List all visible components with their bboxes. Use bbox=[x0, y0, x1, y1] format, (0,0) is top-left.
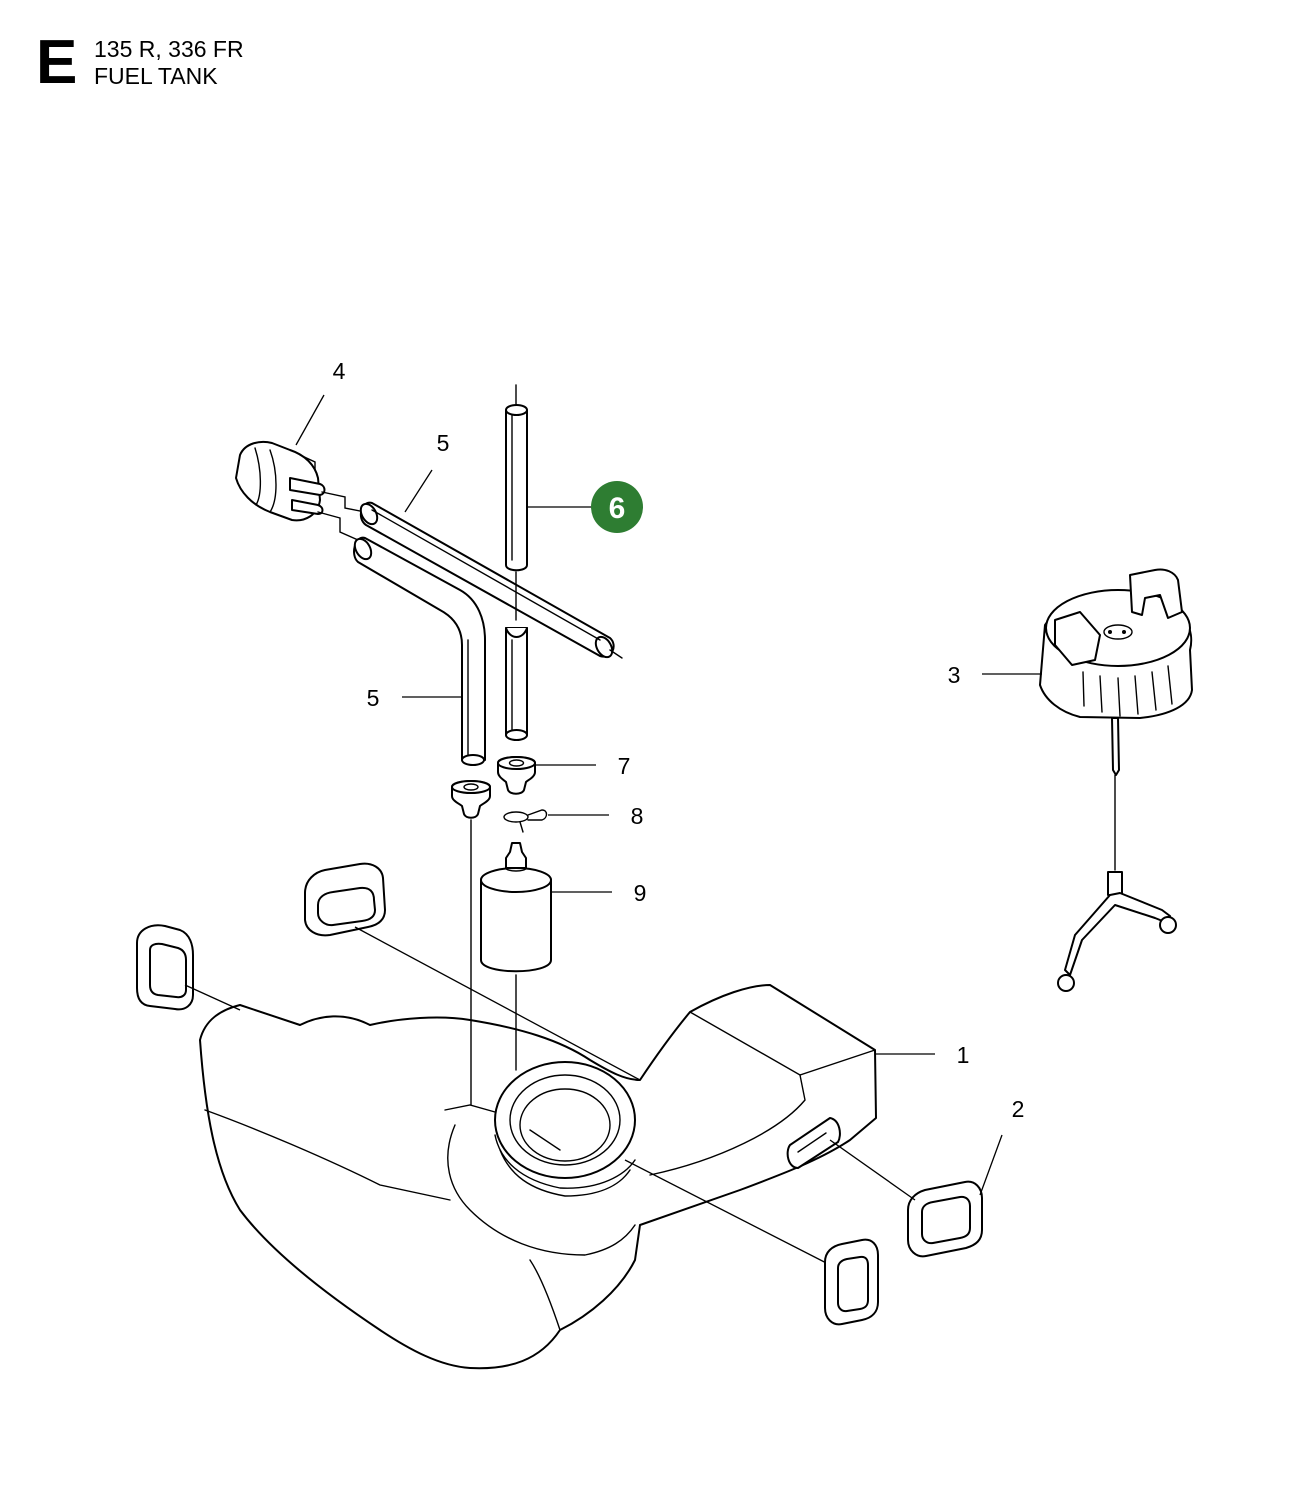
tank-vent-part[interactable] bbox=[235, 440, 326, 522]
fuel-cap-part[interactable] bbox=[1039, 568, 1193, 992]
callout-4: 4 bbox=[333, 358, 346, 384]
fuel-return-hose-part[interactable] bbox=[505, 384, 528, 621]
hose-grommet-left[interactable] bbox=[451, 780, 491, 819]
tank-rubber-pad-top[interactable] bbox=[304, 862, 386, 937]
highlight-badge[interactable]: 6 bbox=[591, 481, 643, 533]
section-letter: E bbox=[36, 28, 78, 97]
callout-5-upper: 5 bbox=[437, 430, 450, 456]
fuel-tank-part[interactable] bbox=[199, 984, 877, 1370]
callout-3: 3 bbox=[948, 662, 961, 688]
callout-2: 2 bbox=[1012, 1096, 1025, 1122]
callout-8: 8 bbox=[631, 803, 644, 829]
fuel-suction-hose-part[interactable] bbox=[505, 627, 528, 741]
model-numbers: 135 R, 336 FR bbox=[94, 36, 244, 62]
callout-5-lower: 5 bbox=[367, 685, 380, 711]
fuel-filter-part[interactable] bbox=[480, 842, 552, 973]
hose-grommet-right[interactable] bbox=[497, 756, 536, 795]
fuel-hose-upper-part[interactable] bbox=[357, 501, 615, 660]
callout-7: 7 bbox=[618, 753, 631, 779]
tank-rubber-pad-left[interactable] bbox=[136, 924, 194, 1011]
callout-9: 9 bbox=[634, 880, 647, 906]
callout-6: 6 bbox=[609, 492, 626, 525]
callout-1: 1 bbox=[957, 1042, 970, 1068]
tank-grommet-part[interactable] bbox=[907, 1180, 983, 1258]
tank-grommet-lower[interactable] bbox=[824, 1238, 879, 1326]
fuel-hose-lower-part[interactable] bbox=[351, 536, 486, 766]
hose-clip-part[interactable] bbox=[503, 809, 548, 833]
assembly-title: FUEL TANK bbox=[94, 63, 218, 89]
